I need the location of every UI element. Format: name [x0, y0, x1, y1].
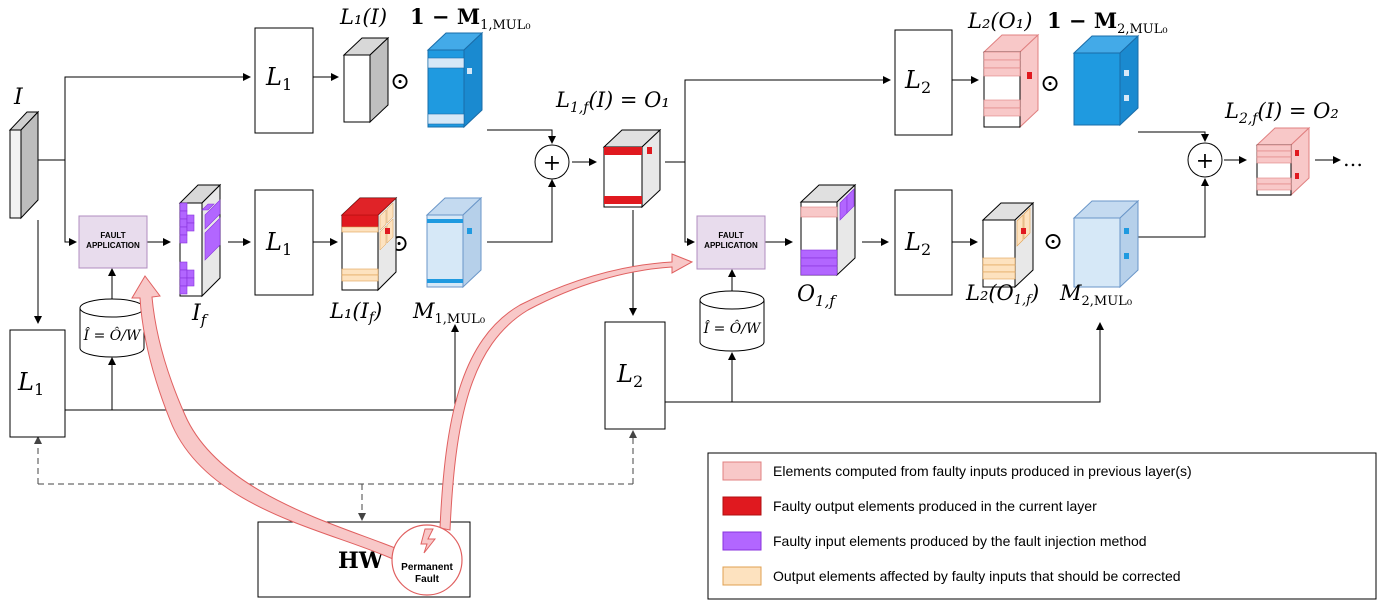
label-one-minus-m2: 𝟏 − M2,MUL₀ [1047, 8, 1168, 37]
line-o1-to-fault-app-2 [665, 161, 695, 246]
tensor-o1-f [799, 183, 857, 277]
ellipsis-next-layers: … [1343, 147, 1363, 171]
input-label: I [13, 85, 24, 110]
layer-l1-middle: L1 [254, 189, 314, 296]
lightning-icon [420, 528, 437, 554]
svg-text:APPLICATION: APPLICATION [704, 241, 758, 250]
label-l1-of-if: L₁(If) [329, 299, 382, 326]
cylinder-estimate-1: Î = Ô/W [79, 298, 145, 358]
svg-text:L2: L2 [904, 66, 931, 97]
svg-text:Î = Ô/W: Î = Ô/W [83, 326, 142, 344]
connector-lines [34, 73, 1341, 411]
line-o1-to-top-l2 [665, 76, 891, 163]
sum-node-1: + [534, 144, 570, 180]
legend-swatch [722, 531, 762, 551]
fault-application-2: FAULT APPLICATION [696, 215, 766, 270]
legend-label: Elements computed from faulty inputs pro… [773, 463, 1192, 479]
fault-injection-arrows [131, 253, 694, 561]
svg-text:APPLICATION: APPLICATION [86, 241, 140, 250]
svg-text:L1: L1 [265, 63, 292, 94]
line-input-to-fault-app-1 [38, 159, 77, 246]
svg-text:FAULT: FAULT [718, 231, 743, 240]
legend-item: Faulty output elements produced in the c… [722, 496, 1097, 516]
layer-l2-middle: L2 [894, 189, 953, 296]
layer-l2-lower: L2 [604, 321, 666, 430]
legend-label: Faulty input elements produced by the fa… [773, 533, 1147, 549]
svg-text:Fault: Fault [415, 574, 440, 585]
label-l1f-equals-o1: L1,f(I) = O₁ [555, 88, 670, 116]
label-o1-f: O1,f [797, 282, 837, 310]
svg-text:L1: L1 [265, 228, 292, 259]
mask-m2 [1072, 199, 1140, 289]
line-bottom-mask2-to-sum2 [1138, 178, 1209, 238]
legend-label: Output elements affected by faulty input… [773, 568, 1181, 584]
svg-text:Î = Ô/W: Î = Ô/W [703, 319, 762, 337]
svg-text:FAULT: FAULT [100, 231, 125, 240]
legend-swatch [722, 461, 762, 481]
mask-m1 [425, 196, 483, 289]
line-bottom-mask-to-sum1 [487, 179, 556, 243]
legend-item: Elements computed from faulty inputs pro… [722, 461, 1192, 481]
label-l2f-equals-o2: L2,f(I) = O₂ [1224, 99, 1339, 127]
mask-one-minus-m1 [426, 31, 484, 129]
label-m1: M1,MUL₀ [412, 299, 485, 327]
label-m2: M2,MUL₀ [1059, 281, 1132, 309]
line-top-mask-to-sum1 [487, 129, 556, 144]
label-l1-of-i: L₁(I) [339, 5, 387, 29]
odot-symbol: ⊙ [1043, 227, 1063, 255]
tensor-l1-of-if [340, 196, 398, 292]
line-lower-l2-to-mask2 [665, 322, 1104, 403]
legend-item: Output elements affected by faulty input… [722, 566, 1181, 586]
svg-text:+: + [1196, 149, 1214, 174]
mask-one-minus-m2 [1072, 34, 1140, 127]
legend-swatch [722, 496, 762, 516]
svg-text:L2: L2 [616, 360, 643, 391]
tensor-o2 [1255, 126, 1311, 197]
layer-l2-top: L2 [894, 29, 953, 136]
cylinder-estimate-2: Î = Ô/W [699, 290, 765, 352]
label-i-f: If [191, 301, 209, 329]
hw-dashed-lines [34, 430, 637, 521]
tensor-i-f [178, 183, 222, 298]
svg-text:L1: L1 [17, 368, 44, 399]
legend-label: Faulty output elements produced in the c… [773, 498, 1097, 514]
tensor-l1-of-i [342, 36, 390, 124]
label-l2-of-o1: L₂(O₁) [967, 9, 1032, 33]
odot-symbol: ⊙ [1040, 69, 1060, 97]
svg-text:+: + [543, 151, 561, 176]
svg-text:L2: L2 [904, 228, 931, 259]
permanent-fault-badge: Permanent Fault [391, 524, 463, 596]
svg-text:Permanent: Permanent [401, 562, 453, 573]
tensor-l2-of-o1-f [981, 201, 1035, 289]
tensor-l2-of-o1 [982, 33, 1040, 129]
input-tensor [8, 110, 40, 220]
line-top-mask2-to-sum2 [1138, 131, 1209, 142]
fault-application-1: FAULT APPLICATION [78, 215, 148, 269]
label-l2-of-o1-f: L₂(O1,f) [965, 281, 1039, 308]
line-input-to-top-l1 [38, 73, 251, 161]
legend-swatch [722, 566, 762, 586]
legend: Elements computed from faulty inputs pro… [707, 452, 1377, 600]
layer-l1-lower: L1 [9, 329, 66, 438]
label-one-minus-m1: 𝟏 − M1,MUL₀ [410, 4, 531, 33]
layer-l1-top: L1 [254, 27, 314, 134]
tensor-o1 [602, 128, 662, 209]
legend-item: Faulty input elements produced by the fa… [722, 531, 1147, 551]
sum-node-2: + [1187, 142, 1223, 178]
odot-symbol: ⊙ [390, 67, 410, 95]
